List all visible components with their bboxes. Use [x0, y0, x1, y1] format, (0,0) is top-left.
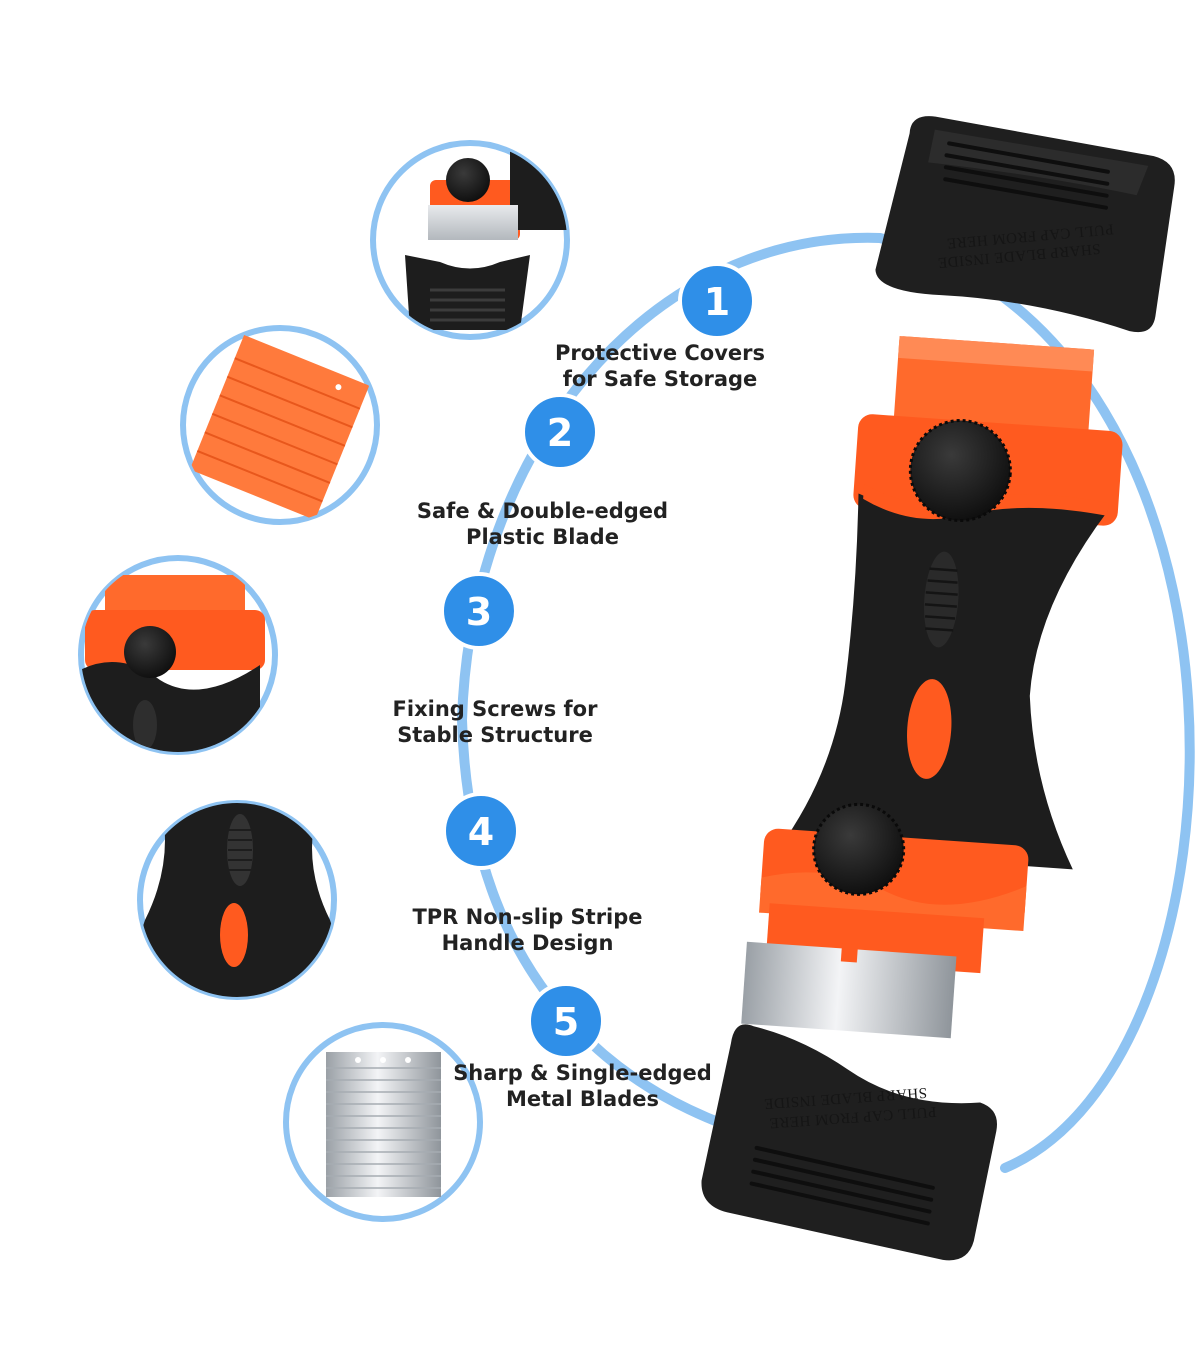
- top-protective-cap: PULL CAP FROM HERE SHARP BLADE INSIDE: [875, 116, 1175, 333]
- bottom-protective-cap: PULL CAP FROM HERE SHARP BLADE INSIDE: [701, 1024, 997, 1261]
- step-badge-1: 1: [678, 262, 756, 340]
- step-label-1: Protective Covers for Safe Storage: [540, 340, 780, 392]
- thumb-cap-detail: [370, 140, 570, 340]
- step-label-3-line1: Fixing Screws for: [392, 697, 598, 721]
- step-label-5: Sharp & Single-edged Metal Blades: [440, 1060, 725, 1112]
- main-scraper: [741, 335, 1123, 1039]
- step-label-2-line1: Safe & Double-edged: [416, 499, 669, 523]
- step-badge-3: 3: [440, 572, 518, 650]
- thumb-handle-stripe: [137, 800, 337, 1000]
- handle-stripe-detail-icon: [140, 803, 334, 997]
- thumb-metal-blades: [283, 1022, 483, 1222]
- step-label-4-line2: Handle Design: [441, 931, 614, 955]
- thumb-plastic-blade: [180, 325, 380, 525]
- plastic-blade-icon: [189, 334, 370, 521]
- step-label-3-line2: Stable Structure: [397, 723, 593, 747]
- fixing-screw-detail-icon: [81, 575, 265, 752]
- step-label-2: Safe & Double-edged Plastic Blade: [400, 498, 685, 550]
- step-label-2-line2: Plastic Blade: [466, 525, 619, 549]
- step-badge-4: 4: [442, 792, 520, 870]
- step-label-4: TPR Non-slip Stripe Handle Design: [395, 904, 660, 956]
- step-label-1-line1: Protective Covers: [554, 341, 765, 365]
- step-badge-5: 5: [527, 982, 605, 1060]
- step-label-3: Fixing Screws for Stable Structure: [380, 696, 610, 748]
- step-label-5-line2: Metal Blades: [505, 1087, 659, 1111]
- thumb-fixing-screw: [78, 555, 278, 755]
- step-label-5-line1: Sharp & Single-edged: [453, 1061, 712, 1085]
- step-number-1: 1: [704, 280, 730, 324]
- step-badge-2: 2: [521, 393, 599, 471]
- metal-blades-icon: [326, 1052, 441, 1197]
- step-number-5: 5: [553, 1000, 579, 1044]
- step-number-2: 2: [547, 411, 573, 455]
- step-number-4: 4: [468, 810, 494, 854]
- step-label-1-line2: for Safe Storage: [562, 367, 758, 391]
- step-number-3: 3: [466, 590, 492, 634]
- step-label-4-line1: TPR Non-slip Stripe: [412, 905, 643, 929]
